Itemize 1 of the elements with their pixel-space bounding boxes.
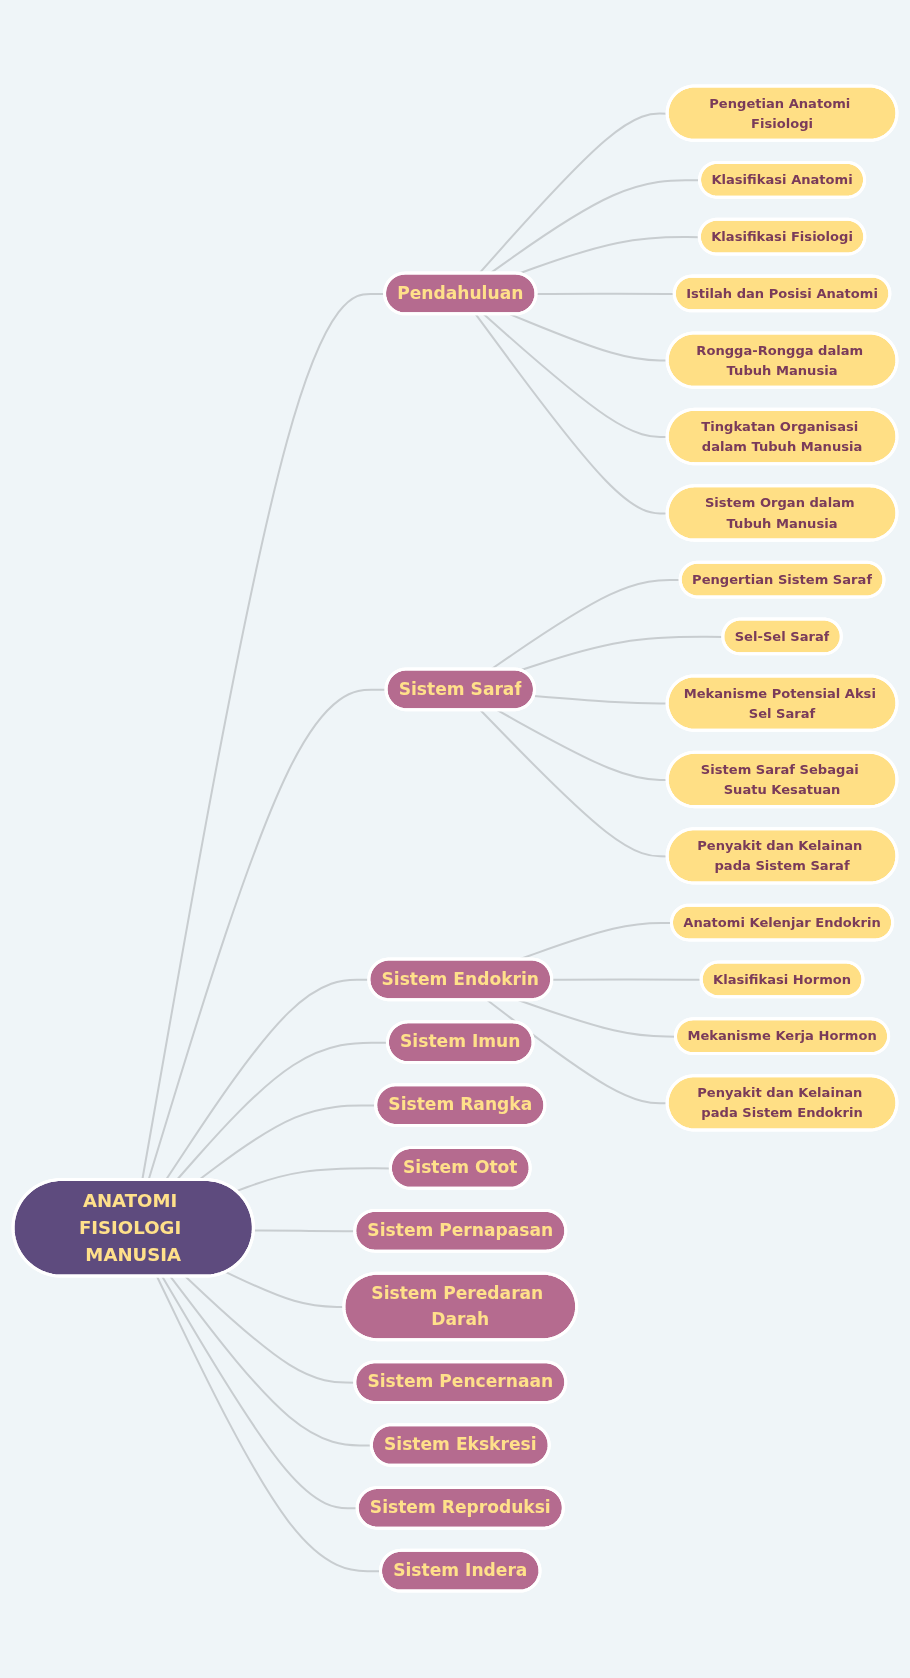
connector [520, 636, 724, 672]
